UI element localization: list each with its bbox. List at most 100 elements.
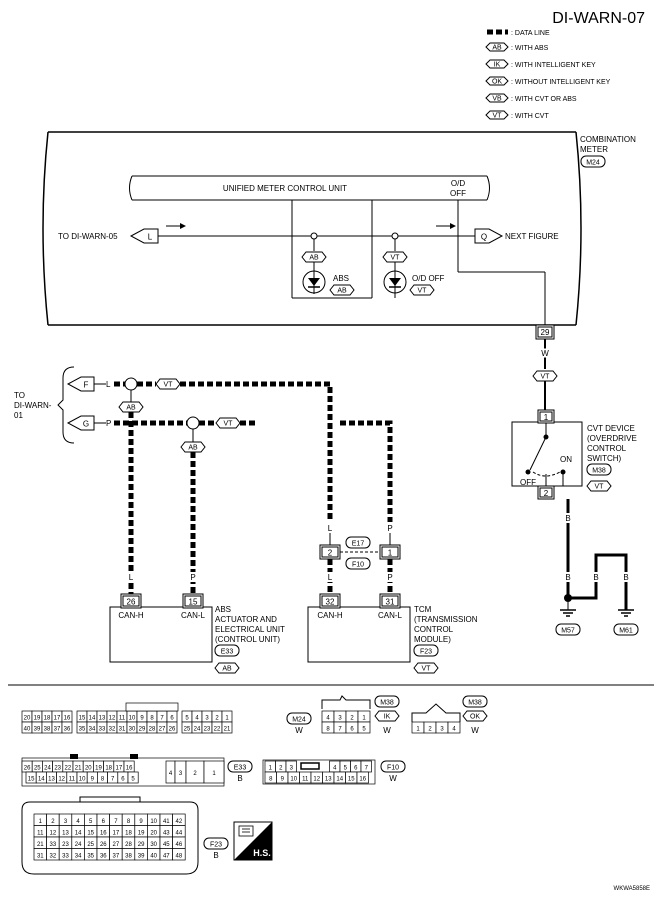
pin-number: 40 (24, 727, 31, 733)
connector-f23-tag: F23 B (203, 837, 229, 860)
pin-number: 13 (62, 830, 69, 836)
svg-text:E17: E17 (352, 541, 365, 548)
pin-cell (357, 721, 371, 734)
can-h-line: F L VT AB (66, 376, 333, 594)
svg-text:G: G (83, 420, 89, 429)
legend: : DATA LINE AB : WITH ABS IK : WITH INTE… (485, 29, 611, 120)
pin-number: 3 (338, 716, 342, 722)
pin-number: 18 (125, 830, 132, 836)
svg-text:F23: F23 (210, 842, 222, 849)
pin-number: 7 (160, 716, 164, 722)
od-off-switch-circuit: 29 W VT (457, 200, 558, 410)
pin-number: 8 (127, 819, 131, 825)
pin-number: 35 (87, 853, 94, 859)
pin-number: 6 (350, 727, 354, 733)
connector-body (21, 801, 199, 875)
pin-number: 28 (125, 842, 132, 848)
pin-number: 38 (125, 853, 132, 859)
svg-text:OK: OK (470, 714, 480, 721)
pin-number: 24 (44, 766, 51, 772)
pin-number: 10 (129, 716, 136, 722)
pin-number: 1 (39, 819, 43, 825)
svg-text:W: W (471, 726, 479, 735)
svg-text:ELECTRICAL UNIT: ELECTRICAL UNIT (215, 625, 285, 634)
pin-number: 1 (212, 771, 216, 777)
pin-cell (127, 771, 139, 784)
pin-number: 11 (69, 777, 76, 783)
svg-text:1: 1 (544, 413, 549, 422)
svg-text:AB: AB (222, 666, 232, 673)
svg-text:M38: M38 (380, 700, 394, 707)
svg-text:VT: VT (391, 255, 401, 262)
pin-number: 16 (100, 830, 107, 836)
pin-number: 29 (138, 842, 145, 848)
pin-number: 33 (62, 853, 69, 859)
svg-text:VT: VT (595, 484, 605, 491)
pin-number: 8 (269, 777, 273, 783)
svg-text:VT: VT (541, 374, 551, 381)
svg-text:CONTROL: CONTROL (587, 444, 627, 453)
pin-number: 4 (333, 766, 337, 772)
to-di-warn-01: TO DI-WARN- 01 (14, 366, 75, 444)
pin-number: 17 (54, 716, 61, 722)
svg-text:L: L (148, 233, 153, 242)
od-off-indicator-lamp: VT O/D OFF VT (382, 232, 445, 298)
pin-number: 15 (79, 716, 86, 722)
svg-text:L: L (328, 573, 333, 582)
pin-number: 19 (138, 830, 145, 836)
svg-text:15: 15 (189, 598, 198, 607)
pin-number: 13 (48, 777, 55, 783)
svg-text:AB: AB (337, 288, 347, 295)
svg-text:AB: AB (188, 445, 198, 452)
pin-number: 3 (64, 819, 68, 825)
pin-number: 10 (290, 777, 297, 783)
pin-number: 16 (64, 716, 71, 722)
svg-text:DI-WARN-: DI-WARN- (14, 401, 52, 410)
svg-text:OFF: OFF (520, 478, 536, 487)
connector-lock (300, 762, 320, 770)
svg-text:MODULE): MODULE) (414, 635, 451, 644)
pin-number: 37 (54, 727, 61, 733)
pin-number: 36 (64, 727, 71, 733)
svg-text:M24: M24 (292, 717, 306, 724)
svg-text:O/D: O/D (451, 179, 465, 188)
pin-number: 21 (75, 766, 82, 772)
pin-number: 2 (428, 727, 432, 733)
pin-number: 34 (75, 853, 82, 859)
connector-outline (321, 695, 371, 709)
pin-number: 2 (350, 716, 354, 722)
pin-number: 6 (170, 716, 174, 722)
pin-number: 13 (99, 716, 106, 722)
pin-number: 4 (169, 771, 173, 777)
svg-text:B: B (237, 774, 242, 783)
pin-number: 3 (205, 716, 209, 722)
svg-text:H.S.: H.S. (253, 848, 271, 858)
svg-text:CONTROL: CONTROL (414, 625, 454, 634)
pin-number: 26 (24, 766, 31, 772)
pin-number: 19 (95, 766, 102, 772)
pin-number: 4 (76, 819, 80, 825)
pin-cell (203, 760, 225, 784)
svg-text:26: 26 (127, 598, 136, 607)
svg-text:1: 1 (388, 549, 393, 558)
svg-text:01: 01 (14, 411, 23, 420)
pin-number: 19 (34, 716, 41, 722)
svg-text:UNIFIED METER CONTROL UNIT: UNIFIED METER CONTROL UNIT (223, 184, 347, 193)
svg-text:32: 32 (326, 598, 335, 607)
pin-number: 2 (279, 766, 283, 772)
svg-text:E33: E33 (221, 649, 234, 656)
pin-number: 38 (44, 727, 51, 733)
pin-number: 14 (75, 830, 82, 836)
pin-number: 26 (169, 727, 176, 733)
pin-number: 32 (50, 853, 57, 859)
svg-text:(CONTROL UNIT): (CONTROL UNIT) (215, 635, 280, 644)
pin-number: 40 (150, 853, 157, 859)
pin-number: 4 (452, 727, 456, 733)
svg-text:2: 2 (544, 489, 549, 498)
connector-latch (70, 754, 78, 759)
pin-number: 6 (102, 819, 106, 825)
svg-text:METER: METER (580, 145, 608, 154)
